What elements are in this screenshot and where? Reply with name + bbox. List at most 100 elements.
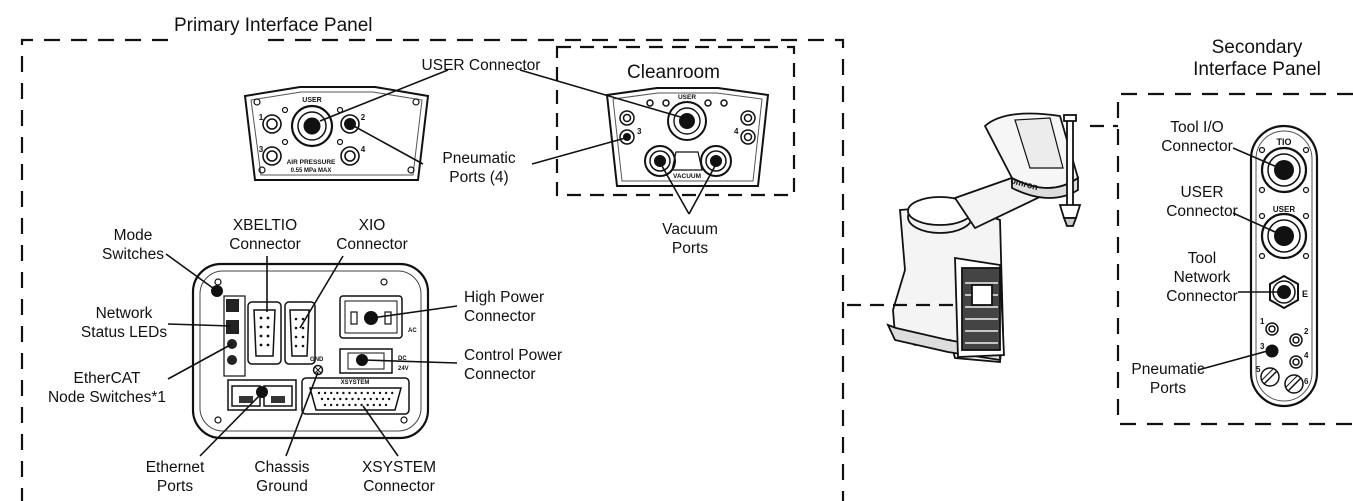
strip-num-2: 2	[1304, 327, 1309, 336]
label-high-power: High Power Connector	[464, 289, 545, 325]
xsystem-pin	[348, 391, 351, 395]
plate-air-max: 0.55 MPa MAX	[291, 168, 332, 174]
xsystem-pin	[317, 391, 321, 395]
controller-panel: AC DC 24V GND XSYSTEM	[191, 262, 430, 440]
strip-num-4: 4	[1304, 351, 1309, 360]
vacuum-port-right	[700, 145, 732, 177]
xsystem-pin	[342, 391, 345, 395]
high-power-port	[364, 311, 378, 325]
xsystem-pin	[342, 403, 345, 407]
xsystem-pin	[354, 403, 357, 407]
network-leds	[226, 320, 239, 334]
plate-port-3: 3	[259, 145, 264, 154]
plate-port-1: 1	[259, 113, 264, 122]
xsystem-pin	[391, 391, 394, 395]
cleanroom-port-3-num: 3	[637, 127, 642, 136]
cleanroom-title: Cleanroom	[627, 62, 720, 83]
xsystem-pin	[360, 403, 363, 407]
xsystem-pin	[363, 397, 366, 401]
xsystem-pin	[381, 397, 385, 401]
cleanroom-vacuum-text: VACUUM	[673, 173, 701, 180]
primary-panel-title: Primary Interface Panel	[174, 15, 373, 36]
xsystem-pin	[354, 391, 357, 395]
cleanroom-frame	[555, 45, 796, 197]
xsystem-pin	[378, 403, 382, 407]
label-chassis-ground: Chassis Ground	[254, 459, 310, 495]
label-ethernet-ports: Ethernet Ports	[145, 459, 205, 495]
ethercat-switch-2	[227, 355, 237, 365]
plug-6	[1284, 374, 1304, 394]
xsystem-panel-text: XSYSTEM	[341, 380, 370, 386]
xsystem-pin	[384, 403, 388, 407]
dc-text: DC	[398, 356, 407, 362]
strip-num-5: 5	[1256, 365, 1261, 374]
secondary-user-connector	[1260, 212, 1308, 260]
xsystem-pin	[351, 397, 354, 401]
cleanroom-port-4-num: 4	[734, 127, 739, 136]
xsystem-pin	[336, 403, 339, 407]
xsystem-pin	[336, 391, 339, 395]
plate-user-text: USER	[302, 97, 321, 104]
strip-num-1: 1	[1260, 317, 1265, 326]
ac-text: AC	[408, 328, 417, 334]
xsystem-pin	[387, 397, 391, 401]
xsystem-pin	[357, 397, 360, 401]
xsystem-pin	[348, 403, 351, 407]
strip-user-text: USER	[1273, 205, 1295, 214]
robot-arm	[886, 112, 1082, 363]
xsystem-pin	[375, 397, 379, 401]
primary-panel-frame	[20, 38, 845, 501]
label-control-power: Control Power Connector	[464, 347, 563, 383]
plate-port-2: 2	[361, 113, 366, 122]
label-xbeltio: XBELTIO Connector	[229, 217, 301, 253]
xsystem-pin	[333, 397, 336, 401]
xsystem-pin	[372, 391, 376, 395]
xsystem-pin	[329, 403, 333, 407]
secondary-panel-title: Secondary Interface Panel	[1193, 37, 1321, 80]
cleanroom-plate: USER VACUUM 3 4	[605, 87, 770, 187]
label-mode-switches: Mode Switches	[101, 227, 165, 263]
label-vacuum-ports: Vacuum Ports	[662, 221, 718, 257]
control-power-port	[356, 354, 368, 366]
xsystem-pin	[366, 403, 369, 407]
label-tool-network: Tool Network Connector	[1166, 250, 1238, 305]
plate-air-pressure: AIR PRESSURE	[287, 159, 336, 166]
strip-num-6: 6	[1304, 377, 1309, 386]
xsystem-pin	[345, 397, 348, 401]
label-secondary-user: USER Connector	[1166, 184, 1238, 220]
plug-5	[1260, 367, 1280, 387]
24v-text: 24V	[398, 366, 409, 372]
strip-e-text: E	[1302, 289, 1308, 299]
label-user-connector: USER Connector	[421, 57, 541, 74]
gnd-text: GND	[310, 357, 324, 363]
vacuum-port-left	[644, 145, 676, 177]
label-secondary-pneumatic: Pneumatic Ports	[1131, 361, 1205, 397]
label-tool-io: Tool I/O Connector	[1161, 119, 1233, 155]
xsystem-pin	[366, 391, 369, 395]
xsystem-port	[309, 387, 402, 411]
xsystem-pin	[372, 403, 375, 407]
strip-num-3: 3	[1260, 342, 1265, 351]
tio-connector	[1260, 146, 1308, 194]
strip-tio-text: TIO	[1277, 137, 1292, 147]
xsystem-pin	[339, 397, 342, 401]
primary-pneumatic-plate: USER 1 2 3 4 AIR PRESSURE 0.55 MPa MAX	[243, 86, 430, 181]
label-xsystem: XSYSTEM Connector	[361, 459, 437, 495]
xsystem-pin	[320, 397, 324, 401]
xsystem-pin	[360, 391, 363, 395]
xsystem-pin	[378, 391, 382, 395]
label-ethercat: EtherCAT Node Switches*1	[47, 370, 167, 406]
xsystem-pin	[326, 397, 330, 401]
xsystem-pin	[384, 391, 388, 395]
xbeltio-port	[253, 309, 276, 357]
label-pneumatic-ports: Pneumatic Ports (4)	[442, 150, 516, 186]
xsystem-pin	[369, 397, 372, 401]
plate-port-4: 4	[361, 145, 366, 154]
label-xio: XIO Connector	[336, 217, 408, 253]
xsystem-pin	[323, 391, 327, 395]
leader-lines	[165, 69, 1285, 457]
secondary-strip: TIO USER E 1 2 3 4 5 6	[1249, 124, 1319, 408]
xsystem-pin	[330, 391, 333, 395]
